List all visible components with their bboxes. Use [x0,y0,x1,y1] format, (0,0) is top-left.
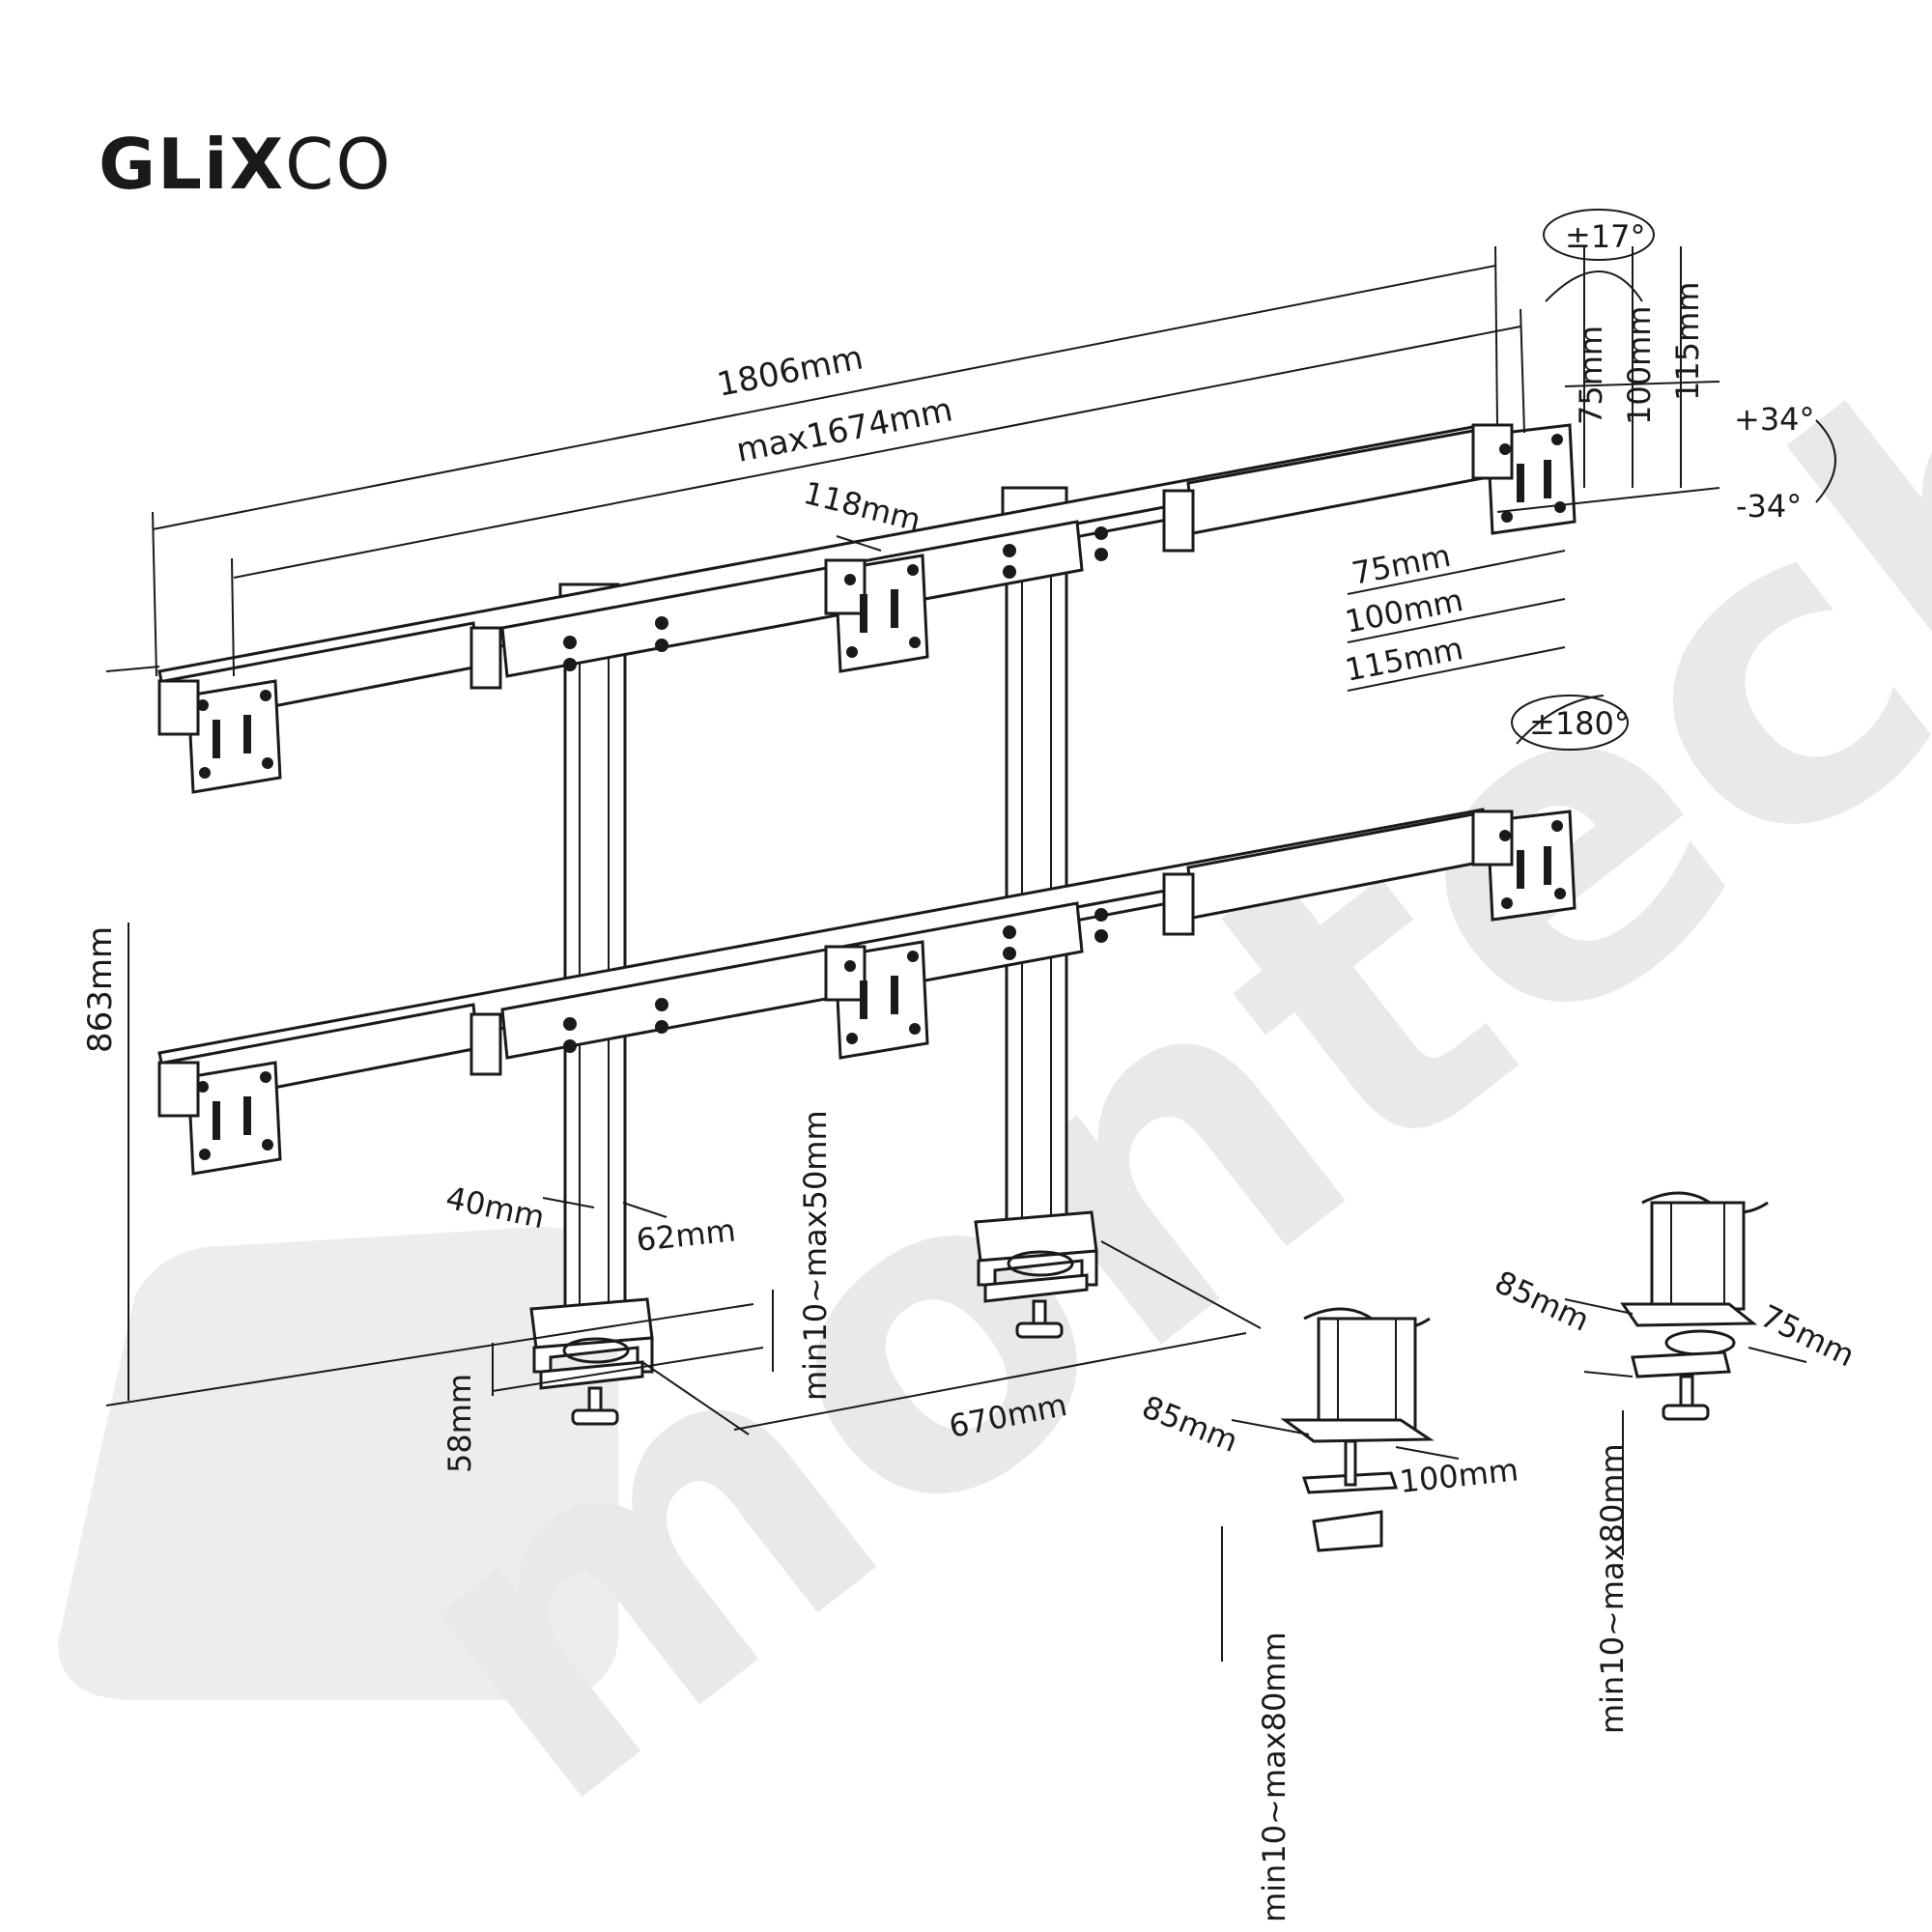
vesa-plate-bottom-left [157,1061,282,1176]
clamp2-depth: 85mm [1490,1264,1595,1339]
vesa-plate-top-center [824,554,929,673]
brand-logo: GLiXCO [99,124,392,205]
dimension-lines [105,209,1836,1435]
clamp-detail-1 [1221,1307,1460,1662]
dim-swivel-up: +34° [1734,401,1815,438]
dim-swivel-down: -34° [1736,488,1802,525]
clamp2-width: 75mm [1754,1297,1860,1374]
dim-arm-spacing: 118mm [800,474,924,539]
brand-logo-bold: GLiX [99,124,285,205]
dim-desk-clamp-main: min10~max50mm [797,1110,834,1401]
dim-height: 863mm [81,926,120,1053]
dim-base-height: 58mm [441,1374,478,1473]
vesa-plate-top-right [1471,423,1577,535]
clamp1-range: min10~max80mm [1256,1632,1293,1922]
upper-crossbar [157,423,1490,728]
base-right [974,1210,1098,1339]
pole-left [558,582,627,1316]
vesa-plate-top-left [157,679,282,794]
dim-tilt: ±17° [1565,218,1646,255]
vesa-plate-bottom-center [824,940,929,1060]
clamp2-range: min10~max80mm [1594,1443,1631,1734]
svg-text:GLiXCO: GLiXCO [99,124,392,205]
clamp-detail-1-labels: 85mm 100mm min10~max80mm [1137,1388,1520,1922]
monitor-stand [157,423,1577,1426]
dim-vesa-v-115: 115mm [1669,282,1706,401]
pole-right [1001,486,1068,1238]
clamp-detail-2 [1564,1191,1807,1555]
vesa-plate-bottom-right [1471,810,1577,922]
watermark-text: montech [311,225,1932,1897]
dim-rotation: ±180° [1529,705,1630,742]
dim-vesa-v-100: 100mm [1621,306,1658,425]
brand-logo-light: CO [285,124,392,205]
clamp1-width: 100mm [1398,1451,1520,1500]
dim-vesa-v-75: 75mm [1573,326,1609,425]
dim-pole-depth: 40mm [442,1179,548,1236]
